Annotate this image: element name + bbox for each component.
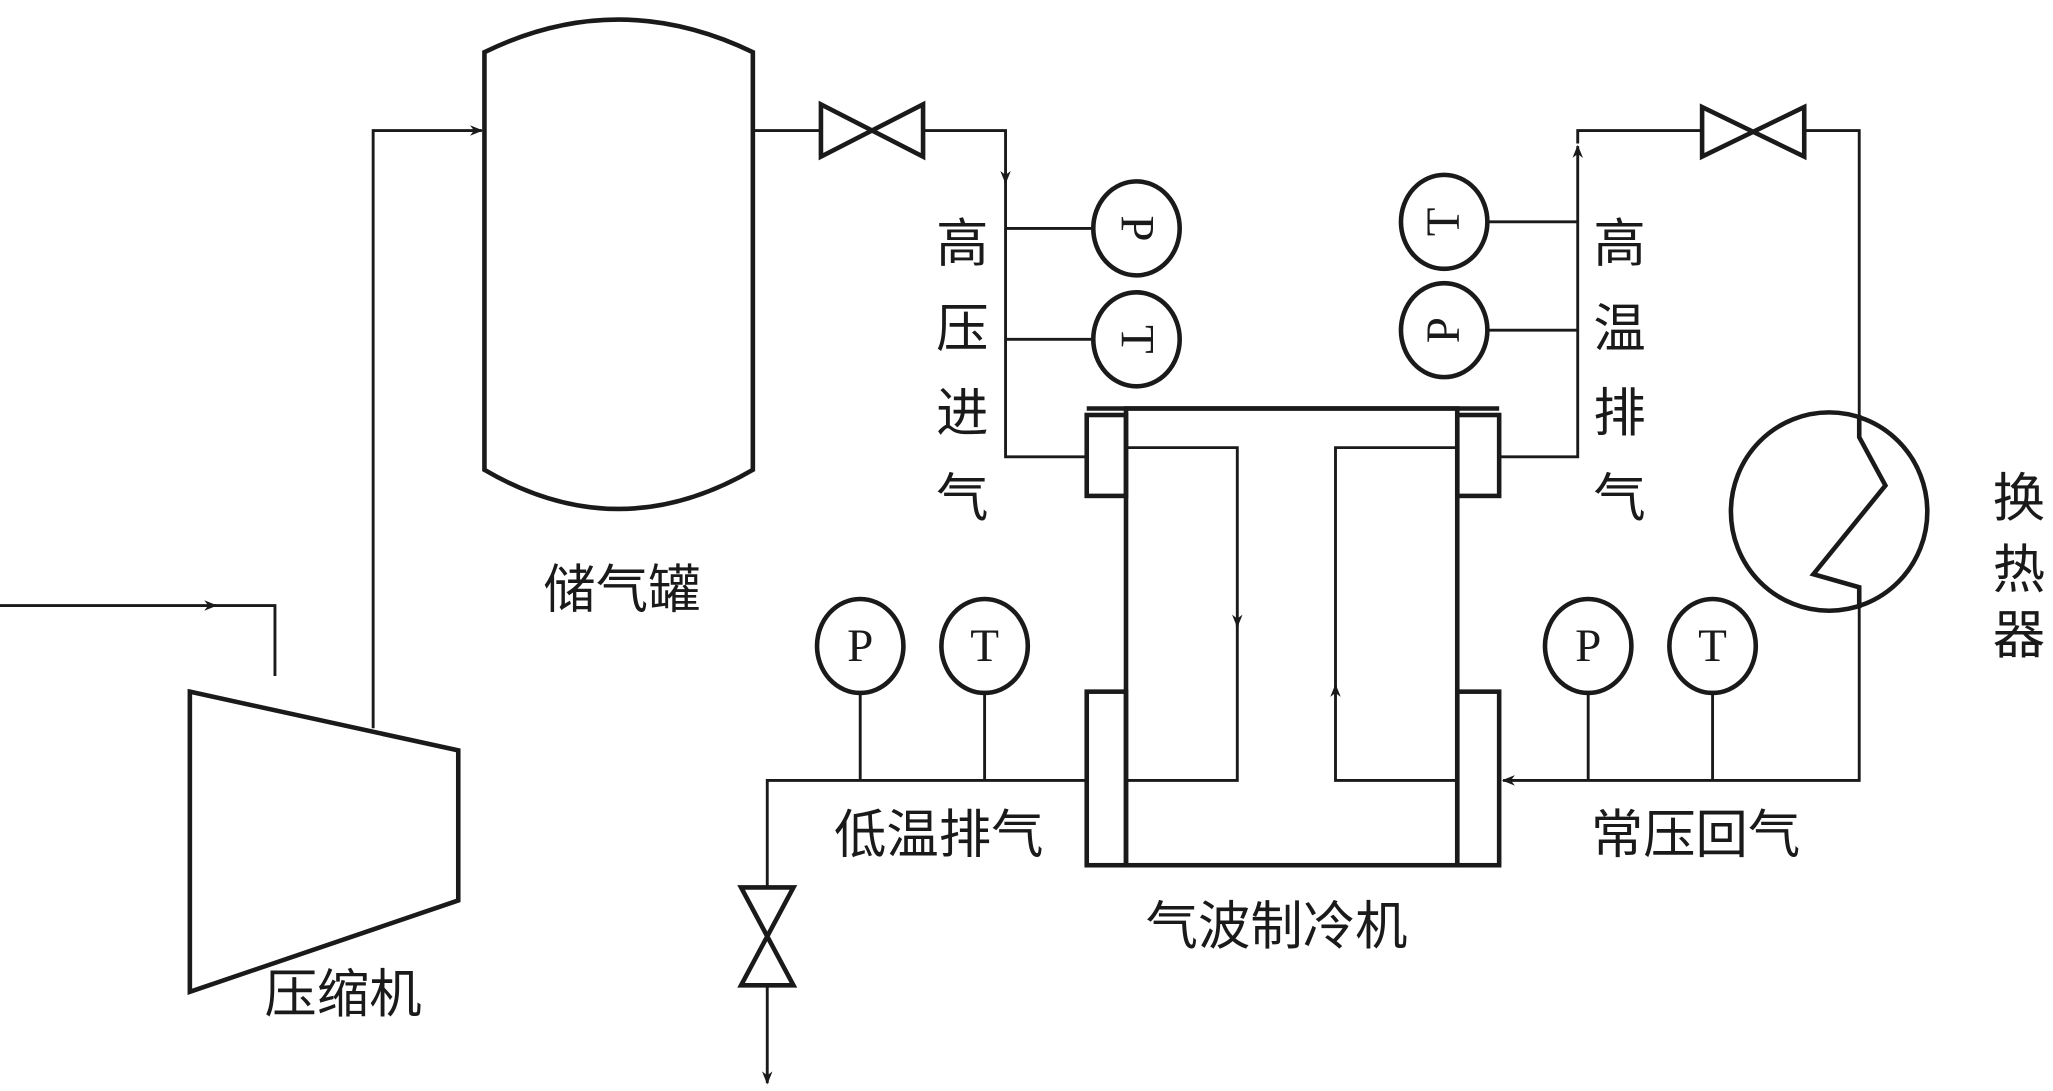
heat-exchanger-label: 换 热 器	[1993, 468, 2045, 666]
pressure-gauge-return: P	[1542, 596, 1634, 781]
svg-text:器: 器	[1993, 605, 2045, 666]
svg-text:P: P	[1110, 215, 1162, 241]
tank-label: 储气罐	[543, 559, 700, 620]
svg-text:气: 气	[1593, 468, 1645, 529]
compressor-to-tank-line	[371, 125, 484, 729]
svg-text:P: P	[1575, 620, 1601, 672]
pressure-gauge-high-temp: P	[1398, 280, 1578, 380]
exhaust-valve	[737, 885, 798, 988]
svg-text:压: 压	[936, 298, 988, 359]
temperature-gauge-low-temp: T	[939, 596, 1031, 781]
refrigerator-label: 气波制冷机	[1146, 896, 1408, 957]
heat-exchanger	[1728, 410, 1930, 614]
storage-tank	[482, 17, 756, 512]
pressure-gauge-inlet: P	[1005, 179, 1182, 278]
wave-refrigerator	[1084, 406, 1502, 868]
svg-text:T: T	[1698, 620, 1727, 672]
svg-text:T: T	[970, 620, 999, 672]
svg-text:高: 高	[1593, 214, 1645, 275]
svg-text:换: 换	[1993, 468, 2045, 529]
high-temp-exhaust-line	[1499, 129, 1861, 459]
svg-text:热: 热	[1993, 540, 2045, 601]
return-valve	[1699, 103, 1807, 161]
low-temp-exhaust-label: 低温排气	[834, 805, 1043, 866]
inlet-line	[0, 600, 277, 677]
high-pressure-inlet-line	[752, 129, 1087, 459]
svg-text:T: T	[1418, 208, 1470, 237]
pressure-gauge-low-temp: P	[814, 596, 906, 781]
svg-text:气: 气	[936, 468, 988, 529]
return-line	[1501, 606, 1861, 786]
hp-inlet-label: 高 压 进 气	[936, 214, 988, 529]
compressor	[187, 688, 461, 996]
svg-text:高: 高	[936, 214, 988, 275]
temperature-gauge-return: T	[1667, 596, 1759, 781]
svg-text:温: 温	[1593, 298, 1645, 359]
inlet-valve	[818, 100, 926, 161]
ht-exhaust-label: 高 温 排 气	[1593, 214, 1645, 529]
svg-text:P: P	[1418, 317, 1470, 343]
svg-text:P: P	[847, 620, 873, 672]
svg-text:排: 排	[1593, 383, 1645, 444]
temperature-gauge-high-temp: T	[1398, 172, 1578, 272]
svg-text:进: 进	[936, 383, 988, 444]
compressor-label: 压缩机	[265, 964, 422, 1025]
svg-text:T: T	[1110, 325, 1162, 354]
low-temp-exhaust-line	[762, 778, 1087, 1085]
temperature-gauge-inlet: T	[1005, 290, 1182, 389]
return-label: 常压回气	[1591, 805, 1800, 866]
